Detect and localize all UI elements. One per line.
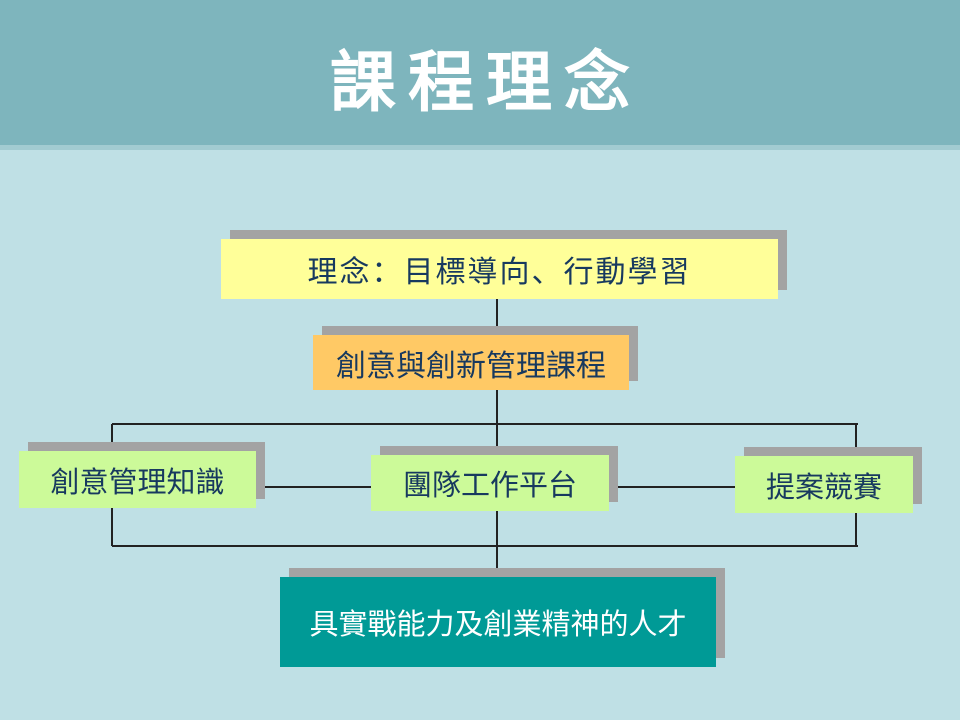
header-band-bottom-edge xyxy=(0,145,960,150)
competition-box-label: 提案競賽 xyxy=(765,469,882,504)
talent-box-label: 具實戰能力及創業精神的人才 xyxy=(309,607,687,641)
connector-knowledge-down xyxy=(111,508,113,546)
connector-lower-rail xyxy=(112,545,858,547)
concept-box-label: 理念：目標導向、行動學習 xyxy=(307,255,692,290)
connector-competition-down xyxy=(855,513,857,546)
competition-box: 提案競賽 xyxy=(735,456,913,513)
course-box: 創意與創新管理課程 xyxy=(313,335,629,390)
platform-box-label: 團隊工作平台 xyxy=(402,468,577,502)
platform-box: 團隊工作平台 xyxy=(371,455,609,511)
knowledge-box-label: 創意管理知識 xyxy=(50,464,225,499)
connector-platform-to-talent xyxy=(496,511,498,577)
slide-title: 課程理念 xyxy=(330,44,642,121)
course-box-label: 創意與創新管理課程 xyxy=(336,348,606,384)
connector-concept-to-course xyxy=(496,299,498,335)
connector-platform-to-competition xyxy=(609,486,735,488)
header-band xyxy=(0,0,960,145)
connector-upper-rail-left-drop xyxy=(111,424,113,451)
connector-knowledge-to-platform xyxy=(256,486,371,488)
connector-course-to-platform xyxy=(496,390,498,455)
knowledge-box: 創意管理知識 xyxy=(19,451,256,508)
connector-upper-rail-right-drop xyxy=(855,424,857,456)
talent-box: 具實戰能力及創業精神的人才 xyxy=(280,577,716,667)
concept-box: 理念：目標導向、行動學習 xyxy=(221,239,778,299)
connector-upper-rail xyxy=(112,423,858,425)
